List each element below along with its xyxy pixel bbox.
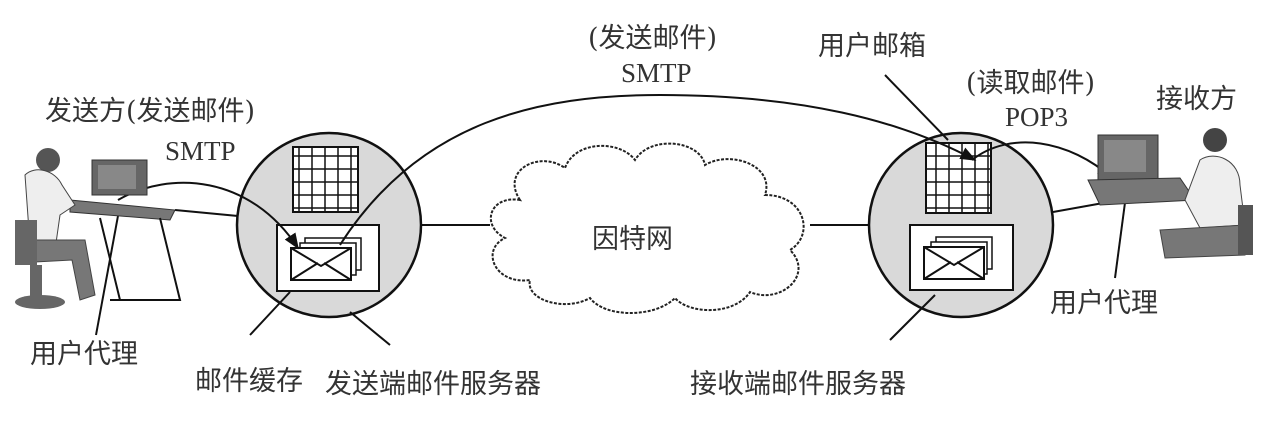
user-agent-left-label: 用户代理 — [30, 339, 138, 370]
smtp-relay-arrow — [339, 93, 977, 246]
receiver-server-label: 接收端邮件服务器 — [690, 369, 906, 400]
envelope-icon — [290, 247, 352, 281]
read-action-label: (读取邮件) — [966, 68, 1095, 99]
sender-person-illustration — [15, 148, 182, 309]
user-agent-right-label: 用户代理 — [1050, 288, 1158, 319]
relay-protocol-label: SMTP — [621, 58, 692, 88]
receiver-person-illustration — [1087, 128, 1253, 259]
receiver-mail-server — [867, 131, 1055, 319]
mail-buffer-label: 邮件缓存 — [195, 366, 303, 397]
internet-cloud — [489, 142, 805, 314]
user-agent-left-pointer — [95, 204, 121, 336]
mail-grid-icon — [292, 146, 359, 213]
mail-buffer-box — [276, 224, 380, 292]
receiver-server-pointer — [889, 294, 936, 341]
pop3-read-arrow — [971, 141, 1114, 180]
receiver-label: 接收方 — [1156, 84, 1237, 115]
sender-protocol-label: SMTP — [165, 136, 236, 166]
internet-label: 因特网 — [592, 224, 673, 255]
envelope-icon — [923, 246, 985, 280]
read-protocol-label: POP3 — [1005, 102, 1068, 132]
sender-mail-server — [235, 131, 423, 319]
link-agent-sender-server — [174, 209, 239, 217]
sender-server-pointer — [349, 311, 391, 346]
sender-server-label: 发送端邮件服务器 — [325, 369, 541, 400]
mailbox-label: 用户邮箱 — [818, 31, 926, 62]
relay-action-label: (发送邮件) — [588, 23, 717, 54]
mail-buffer-pointer — [249, 291, 291, 336]
sender-label: 发送方(发送邮件) — [45, 96, 255, 127]
mailbox-pointer — [884, 74, 949, 141]
mail-store-box — [909, 224, 1014, 291]
